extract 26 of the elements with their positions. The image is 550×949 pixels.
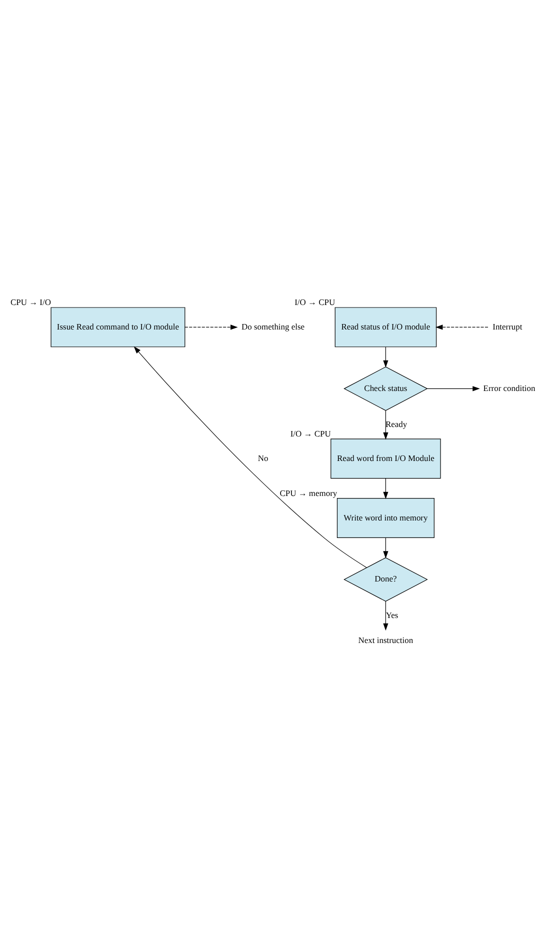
node-box: Read status of I/O module bbox=[334, 306, 437, 347]
node-diamond: Check status bbox=[344, 366, 428, 410]
node-label: I/O → CPU bbox=[290, 428, 331, 438]
arrow bbox=[383, 410, 388, 440]
node-box: Write word into memory bbox=[336, 498, 434, 538]
edge-label: No bbox=[258, 452, 268, 462]
arrow bbox=[134, 346, 367, 568]
node-box: Read word from I/O Module bbox=[330, 438, 441, 478]
node-text: Error condition bbox=[483, 382, 536, 392]
node-box: Issue Read command to I/O module bbox=[50, 306, 186, 347]
node-diamond: Done? bbox=[344, 556, 428, 602]
arrow bbox=[383, 537, 388, 558]
node-text: Interrupt bbox=[492, 320, 522, 331]
node-text: Do something else bbox=[242, 320, 305, 331]
arrow bbox=[383, 478, 388, 499]
node-label: CPU → memory bbox=[280, 488, 338, 498]
edge-label: Ready bbox=[385, 418, 408, 428]
arrow bbox=[426, 386, 480, 391]
edge-label: Yes bbox=[386, 609, 398, 620]
arrow bbox=[184, 324, 238, 330]
node-label: I/O → CPU bbox=[294, 296, 336, 307]
arrow bbox=[383, 346, 388, 368]
arrow bbox=[383, 600, 388, 630]
node-text: Next instruction bbox=[358, 634, 414, 644]
node-label: CPU → I/O bbox=[10, 296, 51, 307]
arrow bbox=[435, 324, 488, 330]
